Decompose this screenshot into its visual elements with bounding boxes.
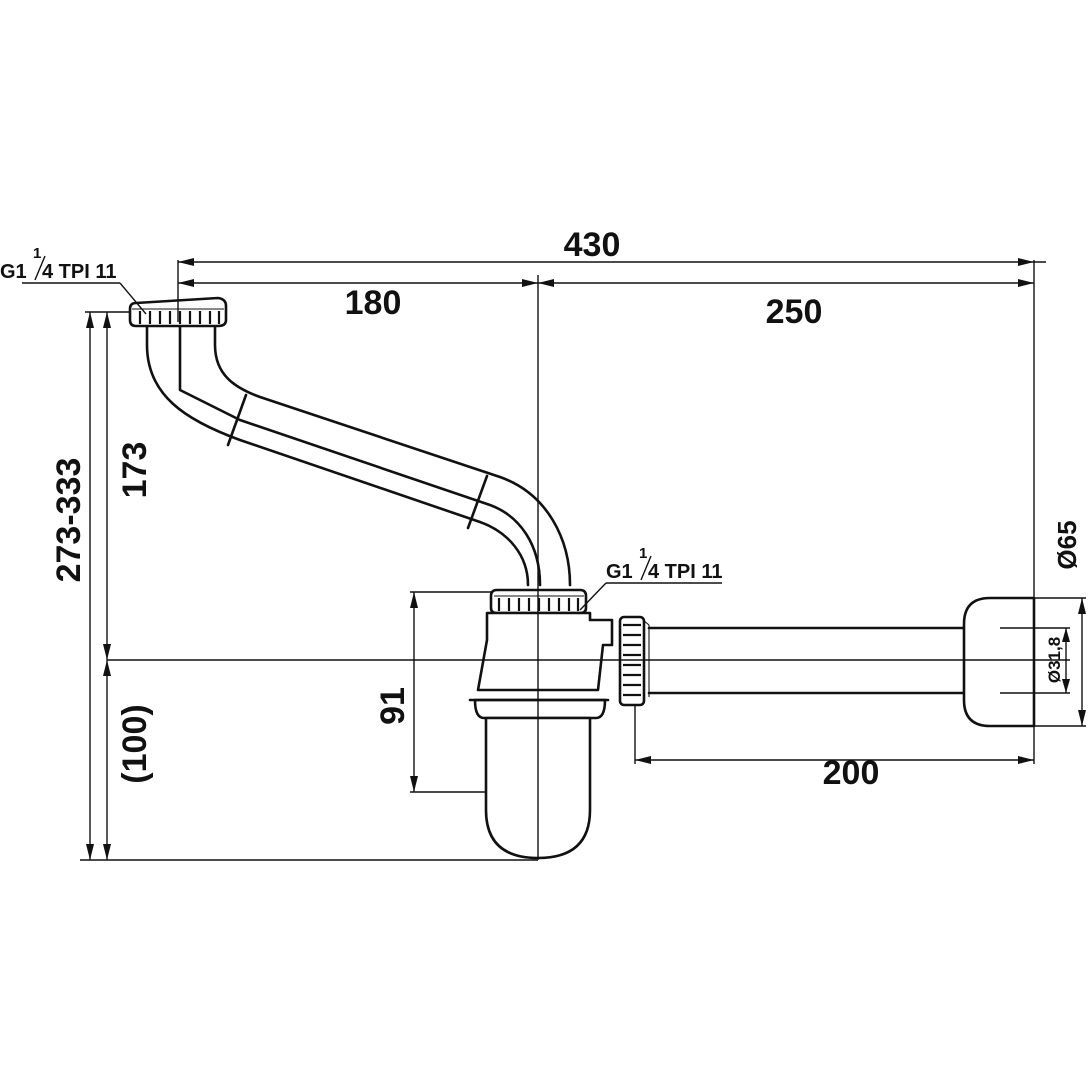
dim-bottom-reference: (100) <box>116 704 154 783</box>
inlet-pipe-center-wall <box>178 323 542 587</box>
siphon-part <box>128 296 1036 860</box>
trap-collar <box>473 698 607 720</box>
dim-tube-diameter: Ø31,8 <box>1045 637 1064 683</box>
inlet-thread-label: G1 1 4 TPI 11 <box>0 245 117 283</box>
svg-text:G1: G1 <box>606 561 633 583</box>
dim-outlet-diameter: Ø65 <box>1052 520 1082 569</box>
svg-text:1: 1 <box>33 245 41 262</box>
svg-text:4 TPI 11: 4 TPI 11 <box>648 561 723 583</box>
dim-height-range: 273-333 <box>50 458 88 583</box>
inlet-pipe-inner-wall <box>213 323 572 587</box>
pipe-joint-upper <box>226 393 248 447</box>
thread-labels: G1 1 4 TPI 11 G1 1 4 TPI 11 <box>0 245 723 583</box>
dim-inlet-offset: 180 <box>345 284 402 322</box>
dim-tube-length: 200 <box>823 754 880 792</box>
outlet-nut <box>618 615 650 707</box>
dim-outlet-offset: 250 <box>766 293 823 331</box>
dimension-lines <box>22 258 1086 861</box>
svg-text:G1: G1 <box>0 261 27 283</box>
svg-text:4 TPI 11: 4 TPI 11 <box>42 261 117 283</box>
dim-inlet-height: 173 <box>116 442 154 499</box>
dimension-labels: 430 180 250 200 273-333 173 (100) 91 Ø65… <box>50 226 1082 792</box>
dim-trap-height: 91 <box>374 687 412 725</box>
wall-socket <box>962 596 1036 728</box>
inlet-pipe-outer-wall <box>145 323 530 587</box>
dim-overall-width: 430 <box>564 226 621 264</box>
trap-body <box>476 611 614 692</box>
trap-thread-label: G1 1 4 TPI 11 <box>606 545 723 583</box>
svg-text:1: 1 <box>639 545 647 562</box>
pipe-joint-lower <box>466 474 489 530</box>
